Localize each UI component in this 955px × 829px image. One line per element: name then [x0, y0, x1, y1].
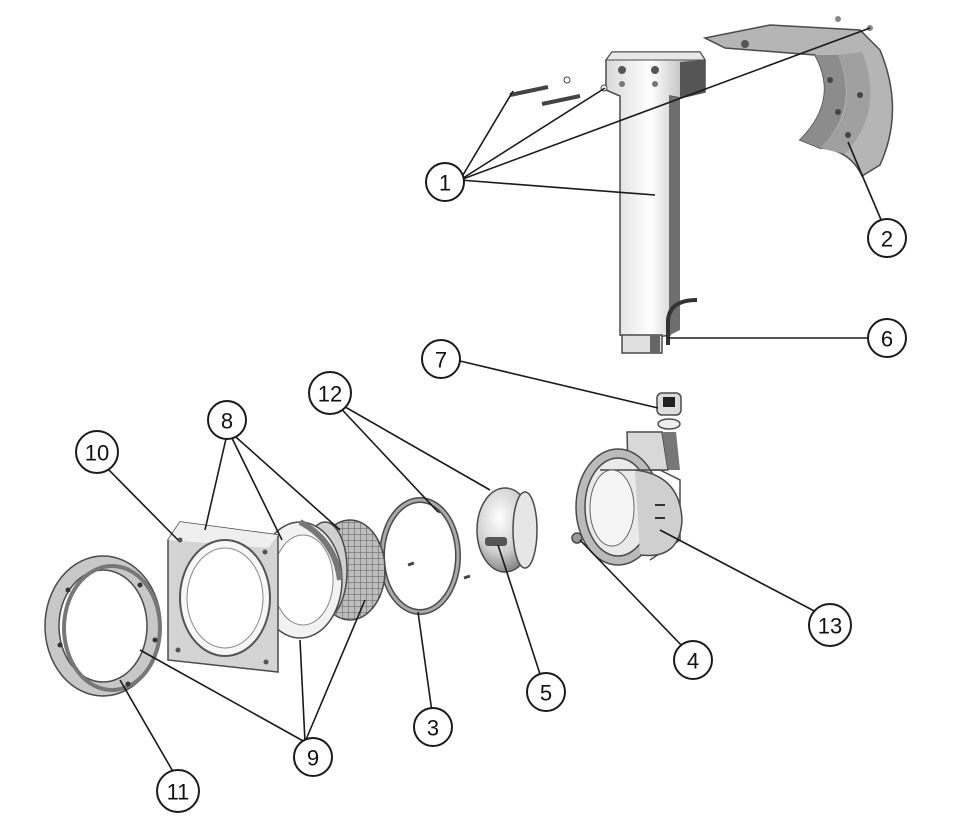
- callout-1-label: 1: [439, 171, 451, 196]
- front-ring: [44, 555, 162, 697]
- callout-9: 9: [293, 737, 333, 777]
- callout-11-label: 11: [167, 780, 190, 805]
- niche-housing: [571, 431, 683, 566]
- callout-12: 12: [308, 371, 352, 415]
- post-assembly: [605, 51, 706, 354]
- callout-5: 5: [526, 672, 566, 712]
- callout-10: 10: [75, 430, 119, 474]
- lamp-dome: [476, 487, 538, 573]
- callout-4-label: 4: [687, 649, 699, 674]
- callout-7: 7: [421, 339, 461, 379]
- square-faceplate: [167, 521, 279, 673]
- curved-bracket: [702, 24, 894, 178]
- callout-12-label: 12: [318, 382, 342, 407]
- callout-1: 1: [425, 162, 465, 202]
- callout-4: 4: [673, 640, 713, 680]
- callout-7-label: 7: [435, 348, 447, 373]
- callout-13: 13: [808, 603, 852, 647]
- leader-lines: [103, 27, 883, 776]
- callout-2-label: 2: [881, 227, 893, 252]
- screws: [509, 16, 873, 106]
- callout-9-label: 9: [307, 746, 319, 771]
- cable-gland-cap: [656, 392, 682, 430]
- callout-8: 8: [207, 400, 247, 440]
- callout-6: 6: [867, 318, 907, 358]
- callout-13-label: 13: [818, 614, 842, 639]
- callout-10-label: 10: [85, 441, 109, 466]
- callout-6-label: 6: [881, 327, 893, 352]
- callouts: 1 2 3 4 5 6 7 8 9 10 11 12 13: [75, 162, 907, 813]
- gasket-ring: [379, 497, 461, 615]
- callout-5-label: 5: [540, 681, 552, 706]
- callout-11: 11: [156, 769, 200, 813]
- callout-3-label: 3: [427, 716, 439, 741]
- callout-3: 3: [413, 707, 453, 747]
- callout-2: 2: [867, 218, 907, 258]
- clear-ring: [257, 519, 343, 639]
- small-screws: [407, 508, 471, 580]
- callout-8-label: 8: [221, 409, 233, 434]
